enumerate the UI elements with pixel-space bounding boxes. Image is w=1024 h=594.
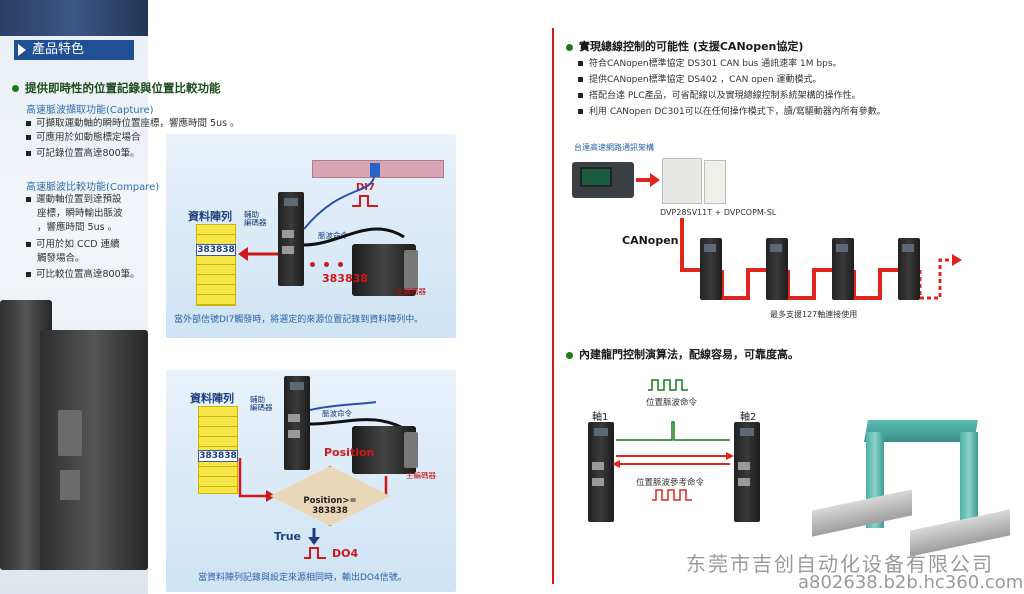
- aux-encoder-label: 輔助 編碼器: [244, 210, 267, 227]
- pulse-cmd-label: 脈波命令: [322, 409, 352, 418]
- servo-drive: [284, 376, 310, 470]
- pos-ref-cmd-label: 位置脈波參考命令: [636, 478, 705, 488]
- condition-line1: Position>=: [303, 496, 357, 506]
- cables: [303, 176, 405, 247]
- memory-label: 資料陣列: [190, 392, 234, 405]
- pulse-icon: [304, 547, 326, 559]
- memory-label: 資料陣列: [188, 210, 232, 223]
- memory-value: 383838: [196, 244, 236, 256]
- pos-cmd-label: 位置脈波命令: [646, 398, 698, 408]
- bullet-dot: [12, 85, 19, 92]
- axis2-label: 軸2: [740, 412, 757, 423]
- capture-item: 可應用於如動態標定場合: [26, 131, 141, 145]
- compare-item: 可比較位置高達800筆。: [26, 268, 140, 282]
- pulse-train-icon: [652, 489, 692, 501]
- motor-flange: [404, 250, 418, 290]
- do4-label: DO4: [332, 547, 359, 560]
- compare-title: 高速脈波比較功能(Compare): [26, 182, 160, 193]
- memory-value: 383838: [198, 450, 238, 462]
- memory-array: [196, 224, 236, 306]
- max-axes-label: 最多支援127軸連接使用: [770, 310, 858, 319]
- arrow-right-icon: [636, 173, 660, 187]
- left-heading-text: 提供即時性的位置記錄與位置比較功能: [25, 81, 221, 95]
- arrow-down-icon: [308, 528, 320, 545]
- dot-trail: [310, 262, 356, 268]
- canopen-item: 搭配台達 PLC產品，可省配線以及實現總線控制系統架構的操作性。: [578, 90, 861, 103]
- bullet-dot: [566, 43, 573, 51]
- main-encoder-label: 主編碼器: [396, 287, 426, 296]
- canopen-network-lines: [680, 218, 962, 300]
- network-title: 台達高速網路通訊架構: [574, 143, 654, 152]
- network-drive: [898, 238, 920, 300]
- canopen-item: 提供CANopen標準協定 DS402 ，CAN open 運動模式。: [578, 74, 822, 87]
- network-drive: [700, 238, 722, 300]
- main-encoder-label: 主編碼器: [406, 471, 436, 480]
- aux-encoder-label: 輔助 編碼器: [250, 395, 273, 412]
- plc-expansion: [704, 160, 726, 204]
- servo-port: [60, 470, 80, 500]
- watermark-company: 东莞市吉创自动化设备有限公司: [686, 552, 994, 576]
- compare-item: 運動軸位置到達預設: [26, 193, 122, 207]
- gantry-post-right: [960, 432, 978, 540]
- plc-module: [662, 158, 702, 204]
- left-heading: 提供即時性的位置記錄與位置比較功能: [12, 80, 312, 96]
- axis2-drive: [734, 422, 760, 522]
- capture-item: 可記錄位置高達800筆。: [26, 147, 140, 161]
- axis1-label: 軸1: [592, 412, 609, 423]
- gantry-signal-lines: [612, 421, 734, 468]
- pulse-cmd-label: 脈波命令: [318, 231, 348, 240]
- capture-caption: 當外部信號DI7觸發時，將選定的來源位置記錄到資料陣列中。: [174, 315, 424, 325]
- pulse-icon: [352, 195, 378, 207]
- compare-caption: 當資料陣列記錄與設定來源相同時，輸出DO4信號。: [198, 573, 407, 583]
- motor-flange: [404, 432, 418, 468]
- compare-item-cont: ，響應時間 5us 。: [37, 222, 118, 233]
- sensor-icon: [370, 163, 380, 177]
- canopen-label: CANopen: [622, 234, 679, 247]
- pulse-train-icon: [648, 379, 688, 391]
- right-heading-2: 內建龍門控制演算法，配線容易，可靠度高。: [566, 346, 799, 362]
- top-product-photo: [0, 0, 148, 36]
- arrow-left-icon: [238, 247, 278, 261]
- servo-connector: [58, 410, 82, 456]
- plc-model-label: DVP28SV11T + DVPCOPM-SL: [660, 208, 777, 217]
- position-label: Position: [324, 446, 375, 459]
- canopen-item: 符合CANopen標準協定 DS301 CAN bus 通訊速率 1M bps。: [578, 58, 842, 71]
- watermark-url: a802638.b2b.hc360.com: [798, 572, 1024, 593]
- capture-title: 高速脈波擷取功能(Capture): [26, 105, 154, 116]
- bullet-dot: [566, 351, 573, 359]
- servo-drive-photo-front: [40, 330, 148, 570]
- axis1-drive: [588, 422, 614, 522]
- network-drive: [766, 238, 788, 300]
- moving-value: 383838: [322, 272, 368, 285]
- network-drive: [832, 238, 854, 300]
- right-heading-1: 實現總線控制的可能性 (支援CANopen協定): [566, 38, 803, 54]
- compare-item-cont: 觸發場合。: [37, 253, 85, 264]
- condition-line2: 383838: [312, 506, 348, 516]
- canopen-item: 利用 CANopen DC301可以在任何操作模式下，讀/寫驅動器內所有參數。: [578, 106, 886, 119]
- hmi-screen: [580, 167, 612, 187]
- servo-drive: [278, 192, 304, 286]
- section-tab: 產品特色: [14, 40, 134, 60]
- compare-item: 可用於如 CCD 連續: [26, 238, 120, 252]
- true-label: True: [274, 530, 302, 543]
- right-page: [552, 20, 1024, 594]
- capture-item: 可擷取運動軸的瞬時位置座標，響應時間 5us 。: [26, 117, 240, 131]
- red-rule: [552, 28, 554, 584]
- compare-item-cont: 座標，瞬時輸出脈波: [37, 208, 123, 219]
